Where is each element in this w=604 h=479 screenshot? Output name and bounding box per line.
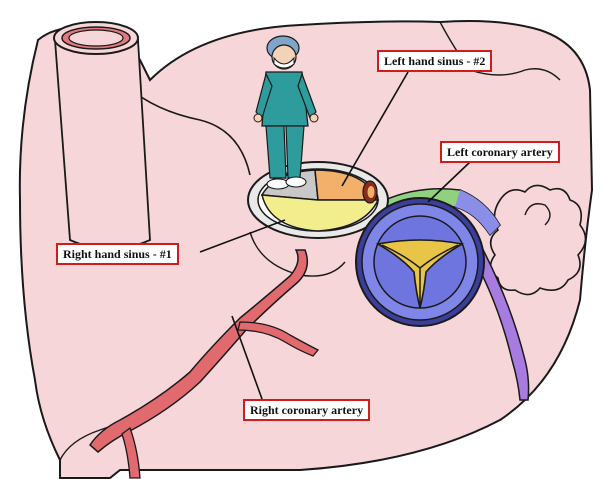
- vessel-opening-inner: [69, 30, 123, 46]
- left-hand-sinus-label: Left hand sinus - #2: [377, 50, 492, 72]
- appendage-tissue: [491, 185, 586, 294]
- vessel-tube: [55, 40, 150, 249]
- right-coronary-artery-label: Right coronary artery: [243, 399, 370, 421]
- left-coronary-artery-label: Left coronary artery: [440, 141, 560, 163]
- left-coronary-ostium-inner: [368, 186, 375, 198]
- right-hand-sinus-label: Right hand sinus - #1: [56, 243, 179, 265]
